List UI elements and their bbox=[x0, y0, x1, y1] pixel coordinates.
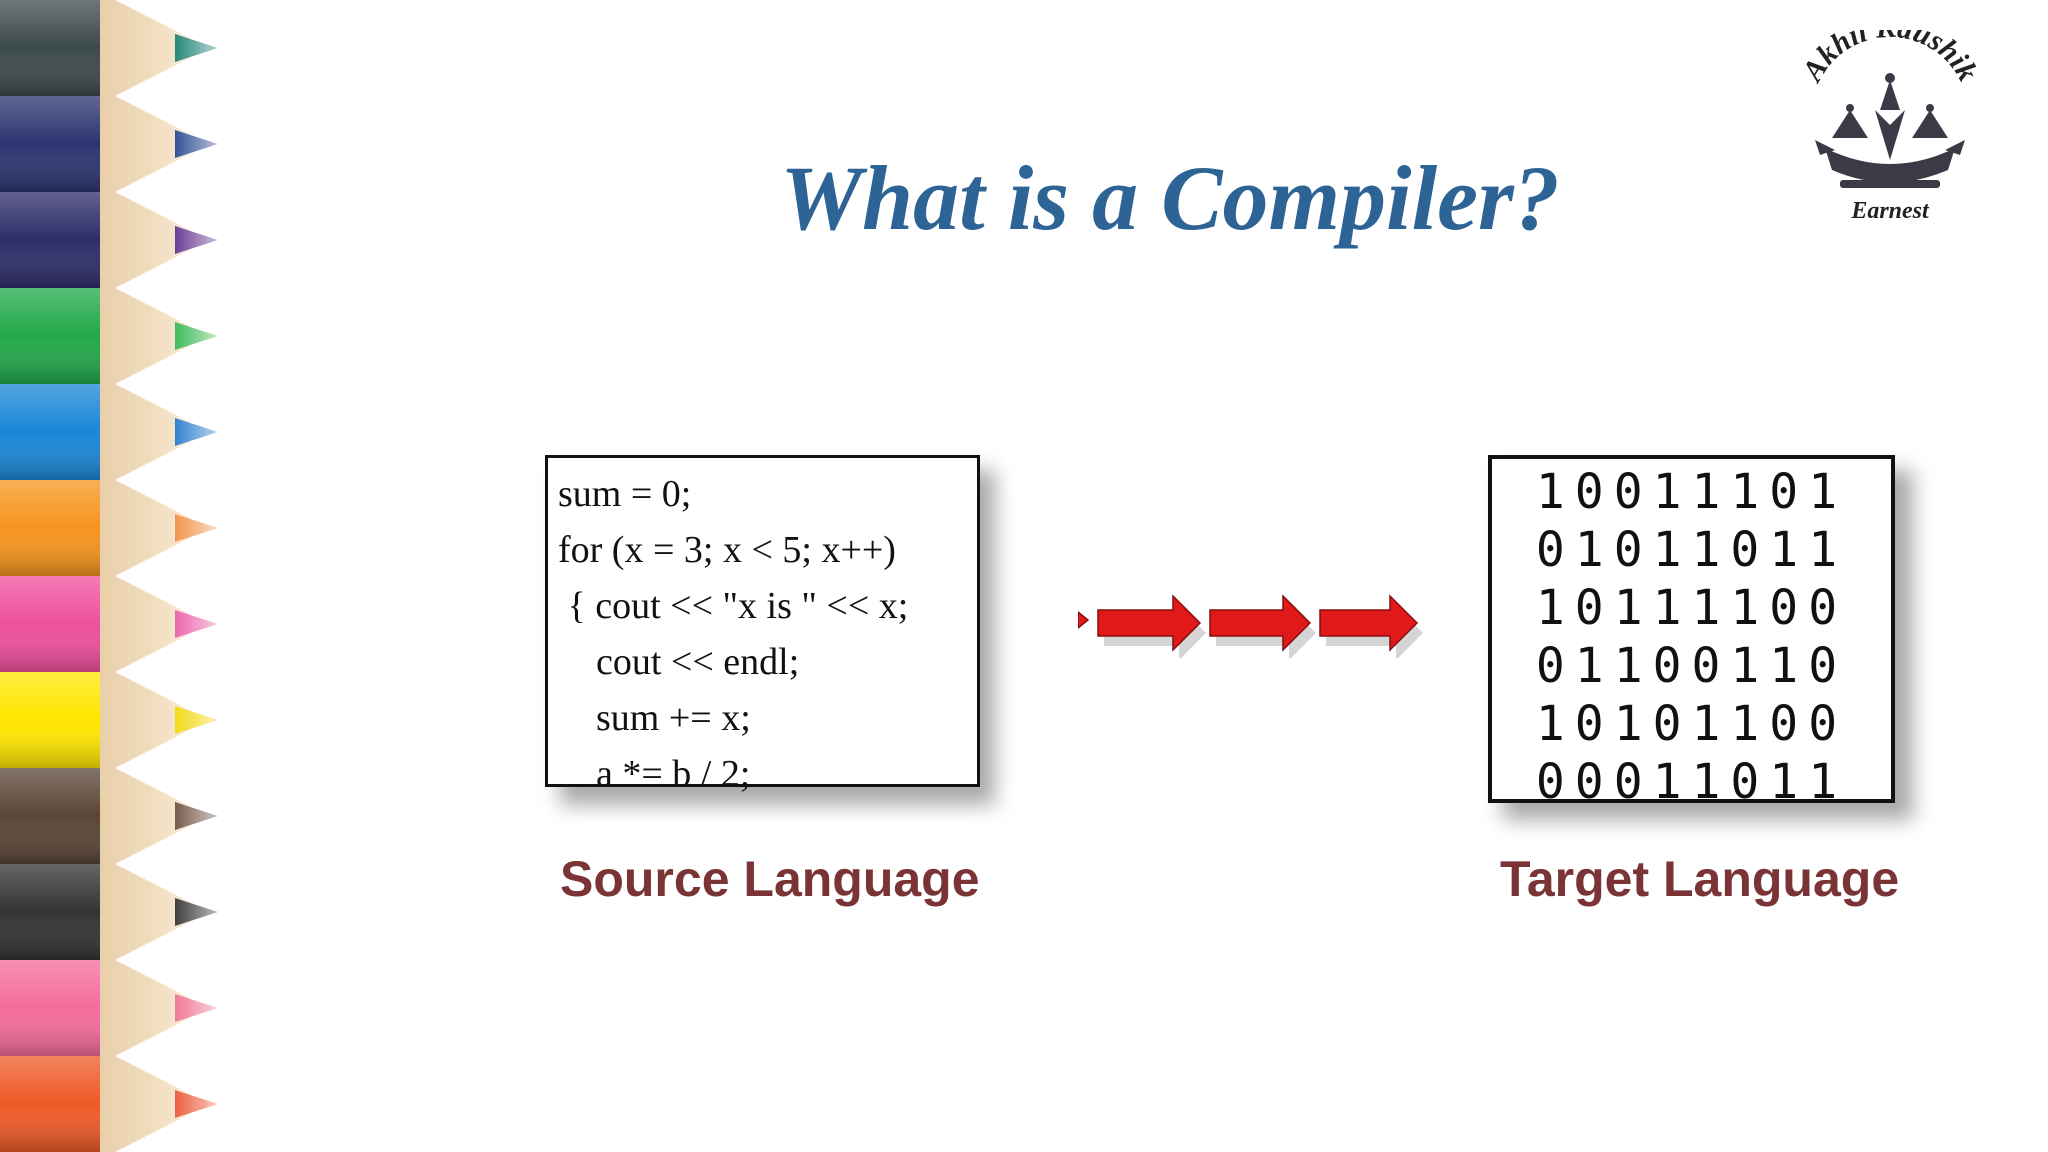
code-line: for (x = 3; x < 5; x++) bbox=[558, 529, 896, 571]
code-line: cout << endl; bbox=[558, 641, 800, 683]
code-line: sum += x; bbox=[558, 697, 751, 739]
code-line: { cout << "x is " << x; bbox=[558, 585, 909, 627]
logo-tagline: Earnest bbox=[1850, 198, 1930, 224]
binary-line: 10101100 bbox=[1535, 696, 1848, 752]
binary-line: 01011011 bbox=[1535, 522, 1848, 578]
binary-line: 10111100 bbox=[1535, 580, 1848, 636]
target-language-label: Target Language bbox=[1500, 851, 1900, 907]
crown-icon: Akhil Kaushik Earnest bbox=[1795, 11, 1984, 224]
pencils-illustration bbox=[0, 0, 240, 1152]
binary-line: 10011101 bbox=[1535, 464, 1848, 520]
pencil-decoration bbox=[0, 0, 240, 1152]
arrow-sequence bbox=[1077, 588, 1458, 660]
source-code-box: sum = 0; for (x = 3; x < 5; x++) { cout … bbox=[545, 455, 980, 795]
code-line: sum = 0; bbox=[558, 473, 692, 515]
binary-line: 00011011 bbox=[1535, 754, 1848, 810]
binary-line: 01100110 bbox=[1535, 638, 1848, 694]
slide-title: What is a Compiler? bbox=[780, 147, 1560, 249]
akhil-kaushik-logo: Akhil Kaushik Earnest bbox=[1790, 11, 1990, 240]
target-binary-box: 10011101 01011011 10111100 01100110 1010… bbox=[1488, 455, 1895, 810]
arrow-right-icon bbox=[1077, 594, 1423, 660]
source-language-label: Source Language bbox=[560, 851, 980, 907]
code-line: a *= b / 2; bbox=[558, 753, 751, 795]
